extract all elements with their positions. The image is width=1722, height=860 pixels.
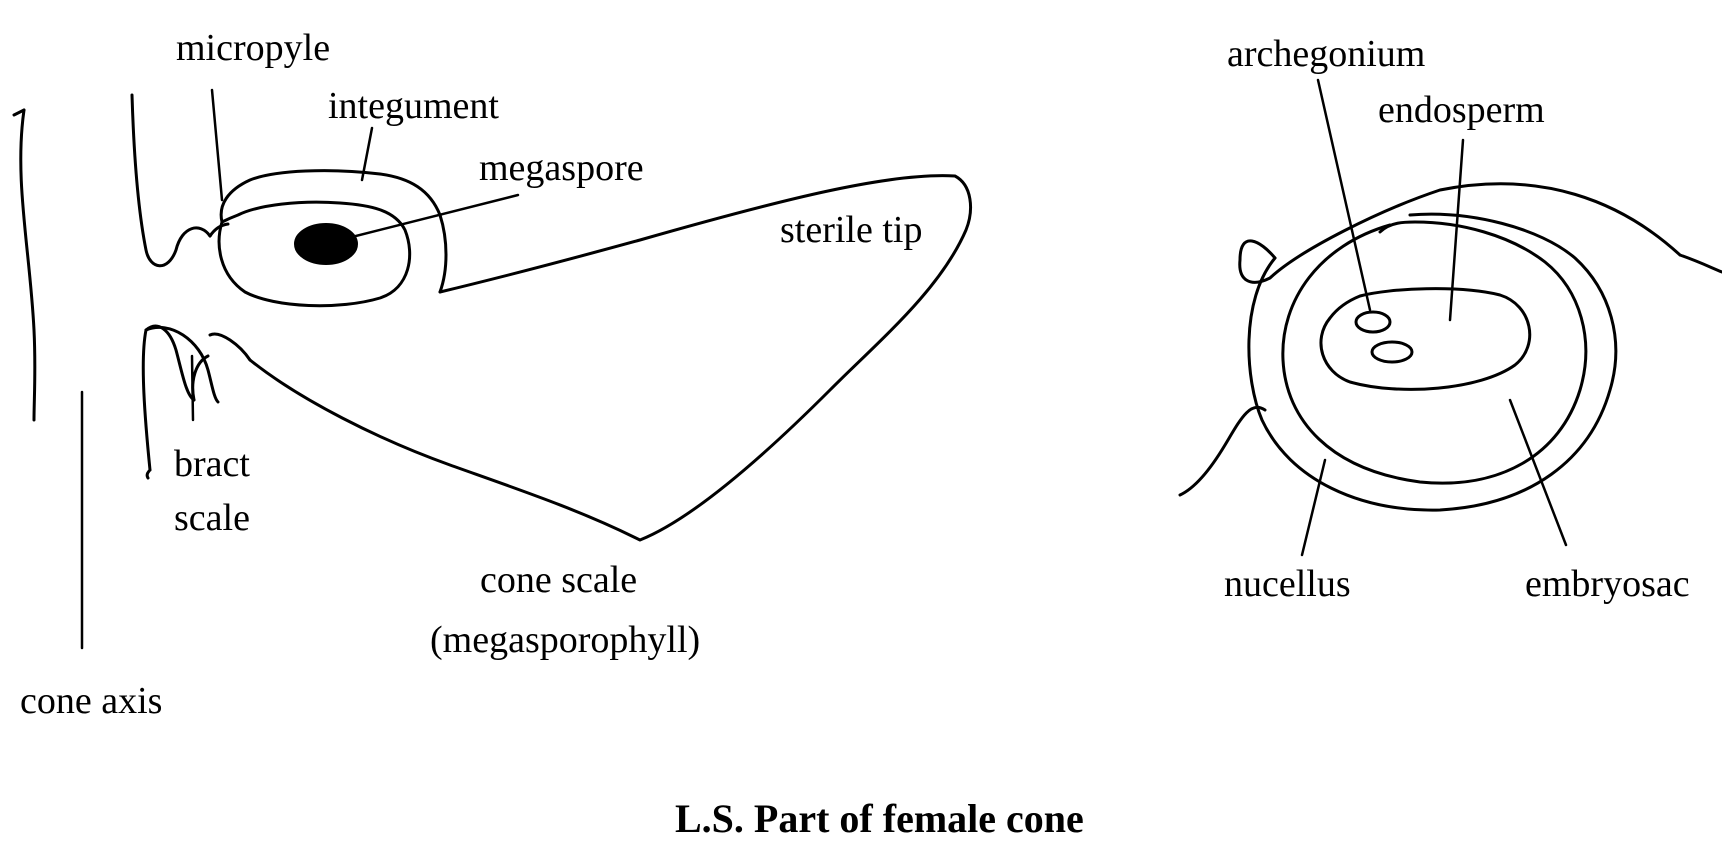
embryosac-leader xyxy=(1508,398,1568,547)
integument-leader xyxy=(360,126,374,182)
bract-label: bract xyxy=(174,443,250,485)
cone-scale-upper-outline xyxy=(130,93,212,268)
cone-axis-outline-left xyxy=(12,108,26,117)
bract-scale-leader xyxy=(190,354,195,422)
archegonium-leader xyxy=(1316,78,1372,312)
archegonium-1 xyxy=(1354,310,1392,334)
sterile-tip-label: sterile tip xyxy=(780,209,922,251)
stalk-outline xyxy=(1178,406,1267,497)
cone-axis-outline xyxy=(19,108,37,422)
megaspore-leader xyxy=(338,193,520,242)
nucellus-label: nucellus xyxy=(1224,563,1351,605)
integument-label: integument xyxy=(328,85,499,127)
endosperm-label: endosperm xyxy=(1378,89,1545,131)
micropyle-leader xyxy=(210,88,224,202)
ovule-outer-integument xyxy=(219,169,448,294)
outer-wall-outline xyxy=(1247,212,1618,512)
ovule-inner-nucellus xyxy=(217,200,412,308)
endosperm-leader xyxy=(1448,138,1465,322)
diagram-caption: L.S. Part of female cone xyxy=(675,796,1084,841)
nucellus-outline xyxy=(1281,220,1588,485)
micropyle-label: micropyle xyxy=(176,27,330,69)
archegonium-2 xyxy=(1370,340,1414,364)
megaspore-body xyxy=(294,223,358,265)
archegonium-label: archegonium xyxy=(1227,33,1425,75)
embryosac-label: embryosac xyxy=(1525,563,1690,605)
outer-integument-outline xyxy=(1238,182,1722,284)
left-figure-leaders xyxy=(80,88,520,650)
nucellus-tip xyxy=(1378,220,1417,234)
right-figure-leaders xyxy=(1300,78,1568,557)
cone-axis-label: cone axis xyxy=(20,680,162,722)
cone-scale-figure xyxy=(12,93,972,542)
cone-scale-label: cone scale xyxy=(480,559,637,601)
micropyle-tip xyxy=(208,222,230,238)
scale-label: scale xyxy=(174,497,250,539)
megasporophyll-label: (megasporophyll) xyxy=(430,619,700,661)
embryosac-outline xyxy=(1319,287,1532,391)
megasporophyll-body-outline xyxy=(248,174,972,542)
ovule-figure xyxy=(1178,182,1722,512)
megaspore-label: megaspore xyxy=(479,147,644,189)
nucellus-leader xyxy=(1300,458,1327,557)
bract-scale-outline xyxy=(144,325,252,404)
